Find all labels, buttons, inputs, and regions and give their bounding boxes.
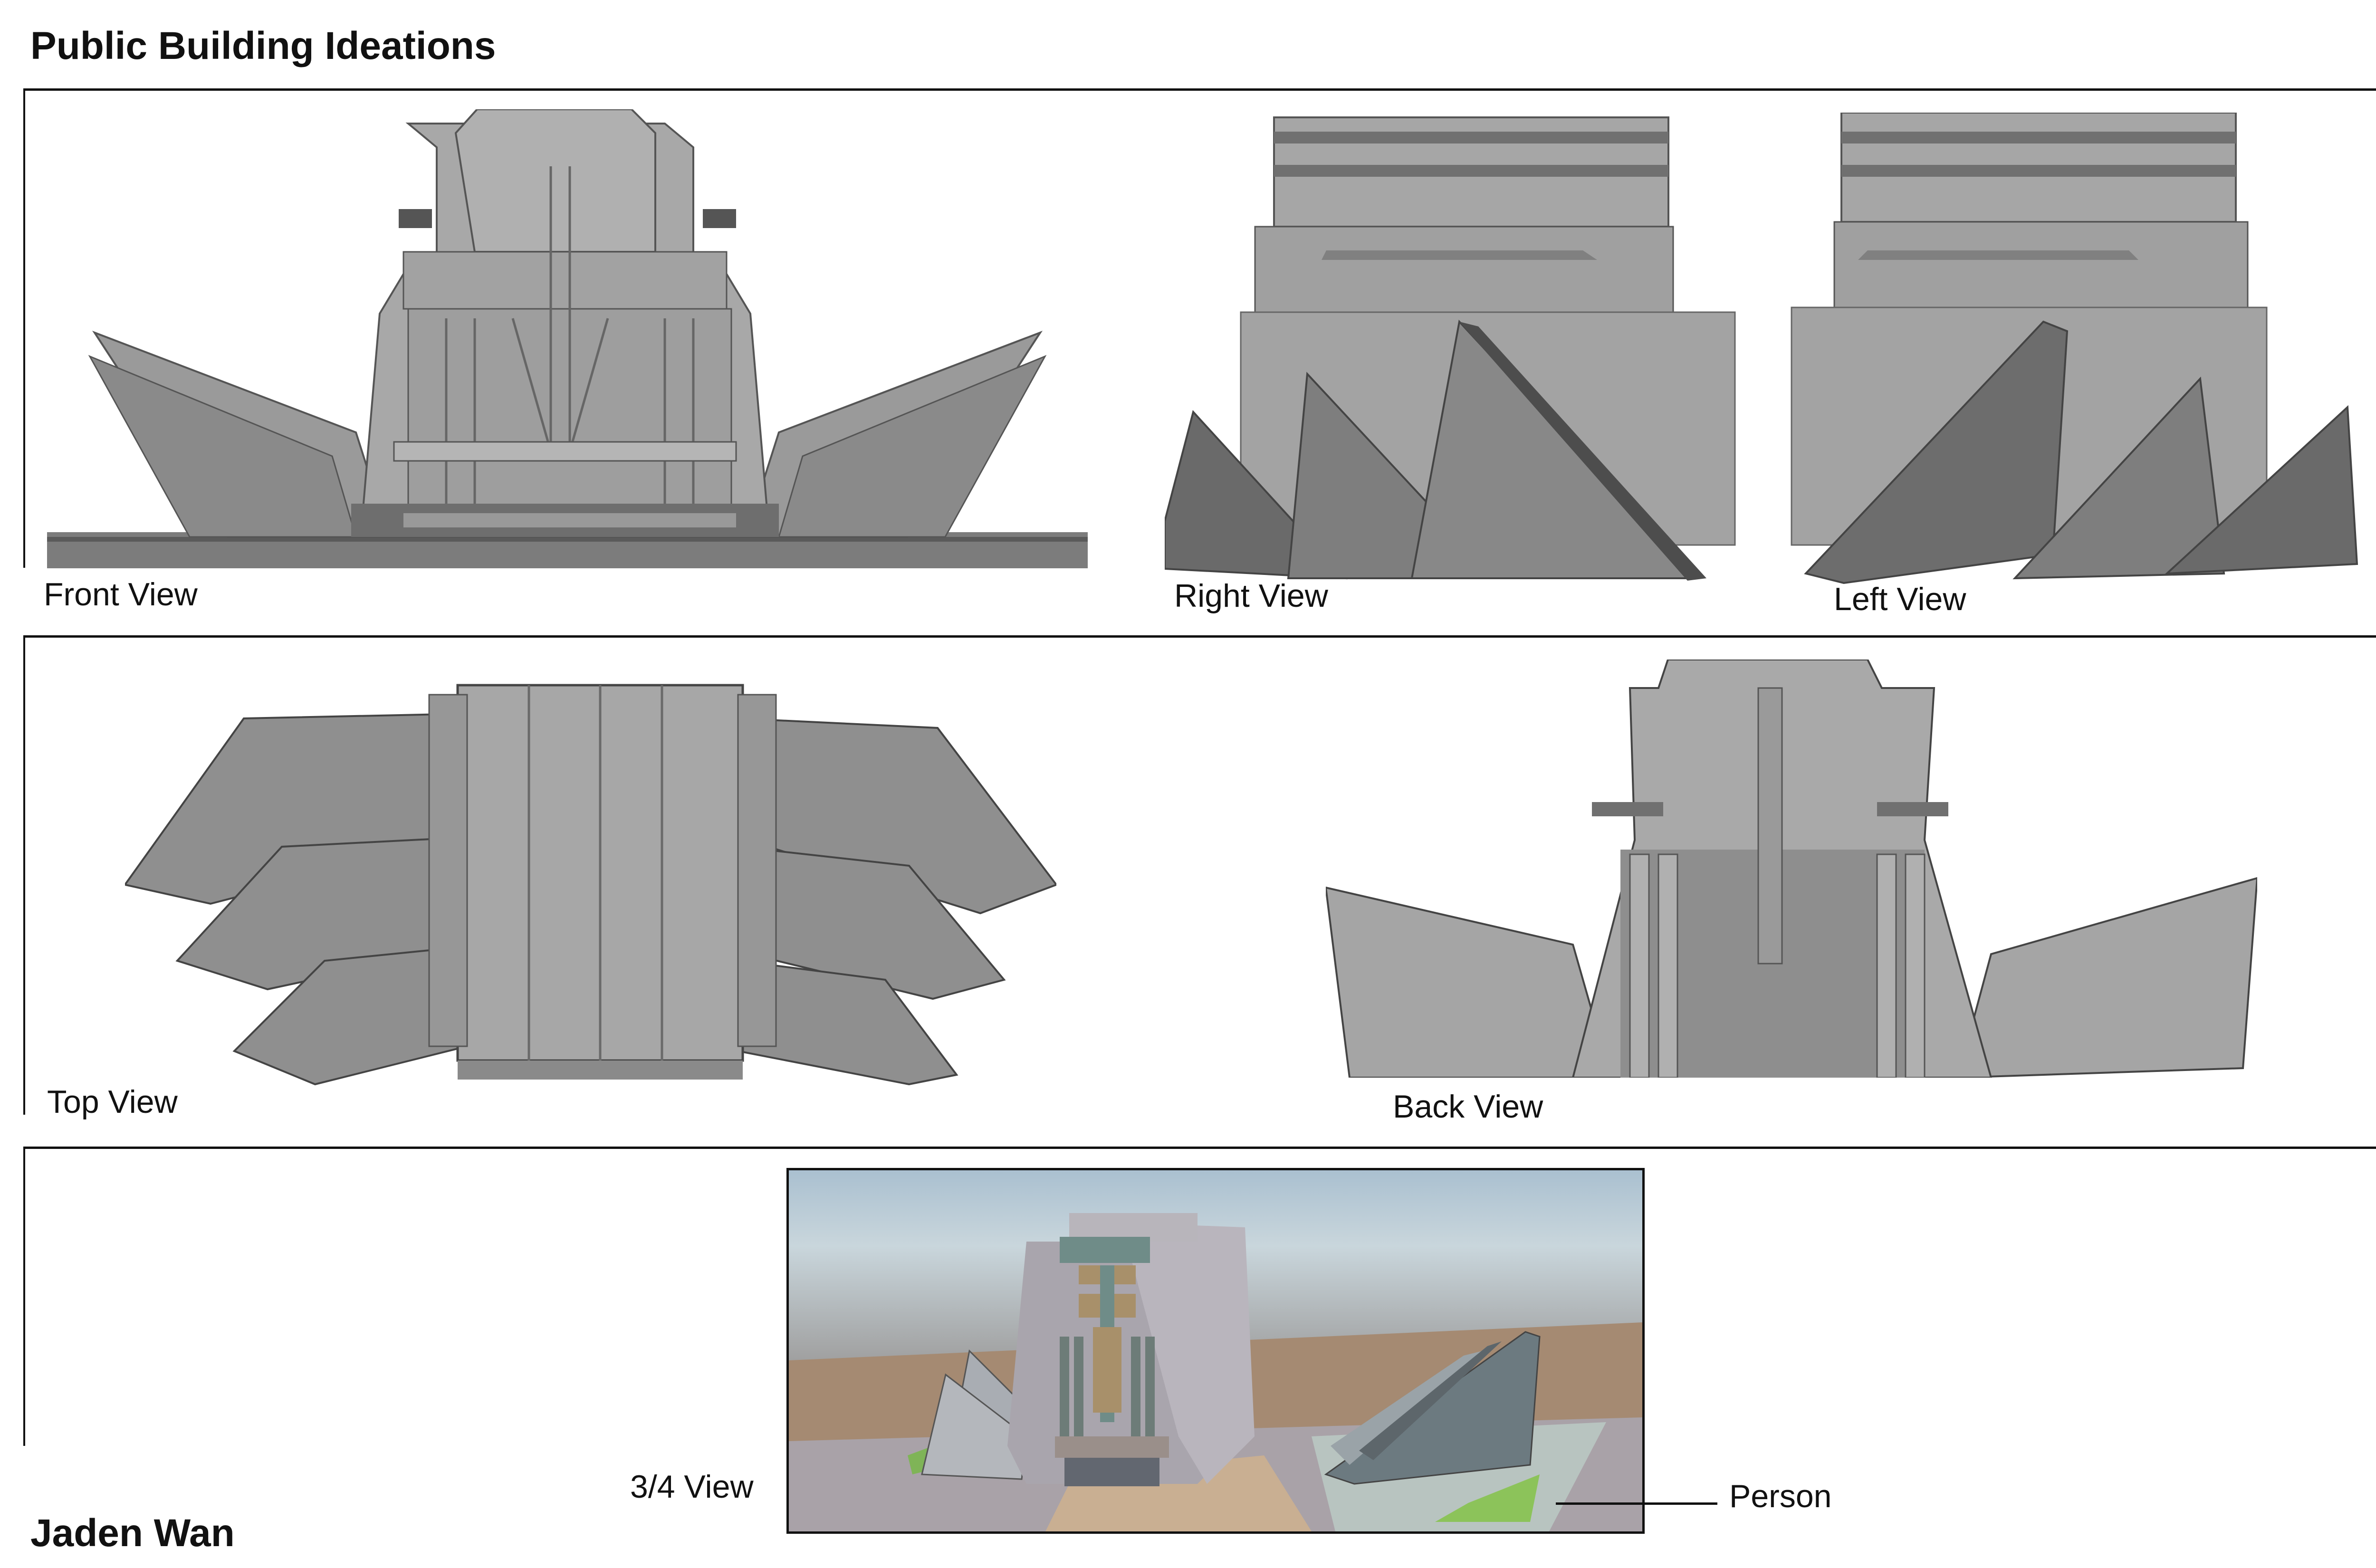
author-name: Jaden Wan (30, 1511, 235, 1555)
right-view-image (1165, 116, 1736, 581)
three-quarter-view-label: 3/4 View (630, 1469, 754, 1505)
person-annotation-label: Person (1729, 1478, 1832, 1514)
frame-left-row-1 (23, 89, 25, 568)
left-view-label: Left View (1834, 581, 1966, 617)
divider-row-1 (23, 88, 2376, 91)
back-view-label: Back View (1393, 1089, 1543, 1125)
frame-left-row-3 (23, 1147, 25, 1446)
frame-left-row-2 (23, 636, 25, 1115)
front-view-label: Front View (44, 576, 198, 612)
divider-row-3 (23, 1147, 2376, 1149)
board-title: Public Building Ideations (30, 24, 496, 67)
top-view-image (125, 684, 1056, 1086)
divider-row-2 (23, 635, 2376, 638)
left-view-image (1791, 113, 2358, 584)
three-quarter-render (786, 1168, 1645, 1534)
front-view-image (47, 109, 1088, 568)
back-view-image (1326, 660, 2257, 1078)
top-view-label: Top View (47, 1084, 178, 1120)
right-view-label: Right View (1174, 578, 1328, 614)
person-leader-line (1556, 1502, 1717, 1505)
